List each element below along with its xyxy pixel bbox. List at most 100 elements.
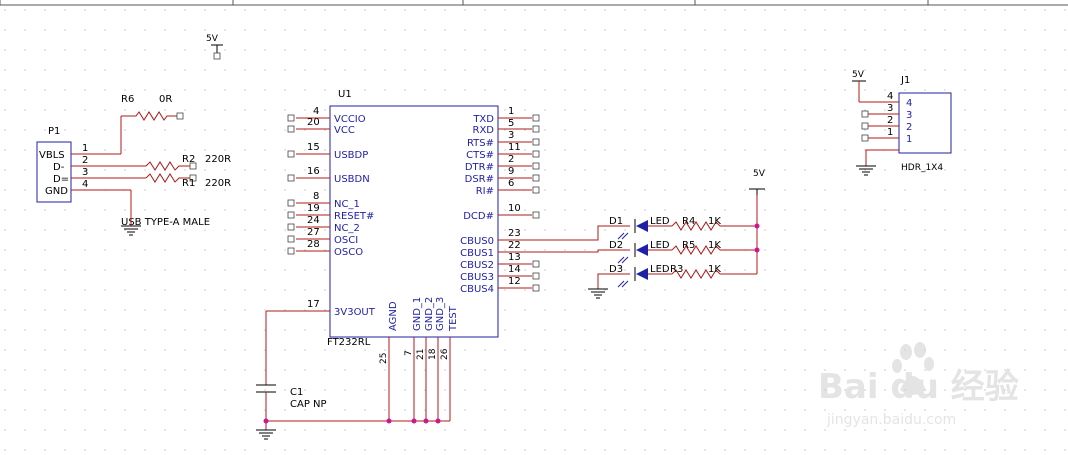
pin-name: D- — [53, 162, 65, 173]
ground-symbol — [856, 165, 876, 176]
pin-number: 15 — [307, 142, 320, 153]
pin-number: 2 — [887, 115, 893, 126]
pin-name: DCD# — [463, 211, 494, 222]
component-ref: R1 — [182, 178, 195, 189]
pin-number: 26 — [440, 348, 450, 360]
pin-number: 6 — [508, 178, 514, 189]
component-value: LED — [650, 264, 670, 275]
component-value: FT232RL — [327, 337, 371, 348]
pin-name: VBLS — [39, 150, 65, 161]
ic-body — [329, 105, 499, 338]
watermark-url: jingyan.baidu.com — [826, 412, 956, 428]
component-value: 0R — [159, 94, 172, 105]
component-value: 1K — [708, 216, 721, 227]
pin-name: NC_1 — [334, 199, 360, 210]
pin-number: 4 — [887, 91, 893, 102]
resistor-r4[interactable]: R4 1K — [671, 216, 721, 231]
pin-name: CBUS3 — [460, 272, 494, 283]
left-pins: 4 VCCIO 20 VCC 15 USBDP 16 USBDN 8 NC_1 … — [266, 106, 376, 318]
component-value: 1K — [708, 264, 721, 275]
component-ref: P1 — [48, 126, 60, 137]
resistor-r2[interactable]: R2 220R — [145, 154, 231, 171]
pin-number: 8 — [313, 191, 319, 202]
pin-name: USBDN — [334, 174, 370, 185]
component-ref: R4 — [682, 216, 695, 227]
pin-name: RESET# — [334, 211, 374, 222]
pin-number: 2 — [82, 155, 88, 166]
component-value: USB TYPE-A MALE — [121, 217, 210, 228]
bottom-pins: AGND GND_1 GND_2 GND_3 TEST 25 7 21 18 2… — [379, 297, 459, 421]
component-ref: R6 — [121, 94, 134, 105]
pin-name: D= — [53, 174, 69, 185]
pin-name: GND_1 — [412, 297, 423, 331]
pin-number: 3 — [82, 167, 88, 178]
led-d3[interactable]: D3 LED — [609, 264, 670, 288]
pin-name: GND — [45, 186, 68, 197]
junction-dot — [411, 418, 417, 424]
ic-u1-ft232rl[interactable]: U1 FT232RL 4 VCCIO 20 VCC 15 USBDP 16 US… — [266, 89, 540, 421]
header-j1[interactable]: 5V J1 4 3 2 1 4 3 2 1 HDR_1X4 — [852, 70, 952, 173]
ground-bus — [266, 418, 450, 424]
power-label: 5V — [852, 70, 865, 80]
pin-name: VCC — [334, 125, 355, 136]
resistor-r5[interactable]: R5 1K — [671, 240, 721, 255]
pin-name: CBUS0 — [460, 236, 494, 247]
ground-symbol — [256, 429, 276, 440]
header-body — [898, 92, 952, 154]
component-ref: J1 — [900, 75, 910, 86]
junction-dot — [423, 418, 429, 424]
pin-number: 5 — [508, 118, 514, 129]
sheet-border-top — [0, 0, 1068, 6]
junction-dot — [435, 418, 441, 424]
pin-number: 25 — [379, 353, 389, 364]
component-ref: R5 — [682, 240, 695, 251]
pin-name: GND_3 — [435, 297, 446, 331]
pin-name: 1 — [906, 134, 912, 145]
component-value: LED — [650, 240, 670, 251]
pin-number: 20 — [307, 117, 320, 128]
component-value: LED — [650, 216, 670, 227]
resistor-r1[interactable]: R1 220R — [145, 173, 231, 189]
component-value: 220R — [205, 154, 231, 165]
pin-number: 7 — [404, 350, 414, 356]
pin-name: CTS# — [466, 150, 494, 161]
pin-name: RI# — [476, 186, 494, 197]
component-ref: R2 — [182, 154, 195, 165]
pin-number: 23 — [508, 228, 521, 239]
junction-dot — [754, 223, 760, 229]
resistor-r3[interactable]: R3 1K — [670, 264, 721, 279]
resistor-r6[interactable]: R6 0R — [120, 94, 184, 154]
paw-logo-icon — [892, 342, 934, 395]
pin-name: OSCO — [334, 247, 363, 258]
component-ref: C1 — [290, 387, 303, 398]
ground-symbol — [121, 190, 141, 236]
pin-number: 4 — [82, 179, 88, 190]
pin-number: 3 — [508, 130, 514, 141]
watermark-brand: Bai du 经验 — [818, 367, 1019, 407]
pin-number: 1 — [887, 127, 893, 138]
pin-number: 21 — [416, 349, 426, 360]
pin-number: 1 — [82, 143, 88, 154]
connector-body — [36, 141, 72, 203]
pin-name: GND_2 — [424, 297, 435, 331]
pin-number: 19 — [307, 203, 320, 214]
power-port-5v-top[interactable]: 5V — [206, 34, 223, 60]
power-label: 5V — [753, 169, 766, 179]
pin-number: 4 — [313, 106, 319, 117]
pin-number: 11 — [508, 142, 521, 153]
connector-p1[interactable]: P1 VBLS D- D= GND 1 2 3 4 USB TYPE-A MAL… — [36, 126, 210, 228]
pin-name: DSR# — [465, 174, 494, 185]
led-d2[interactable]: D2 LED — [609, 240, 670, 264]
pin-number: 2 — [508, 154, 514, 165]
baidu-watermark: Bai du 经验 jingyan.baidu.com — [818, 342, 1019, 428]
component-ref: D2 — [609, 240, 623, 251]
pin-name: RTS# — [467, 138, 494, 149]
capacitor-c1[interactable]: C1 CAP NP — [256, 311, 327, 430]
power-port-5v-led[interactable]: 5V — [749, 169, 766, 195]
led-d1[interactable]: D1 LED — [609, 216, 670, 240]
power-label: 5V — [206, 34, 219, 44]
component-ref: D1 — [609, 216, 623, 227]
ground-symbol — [588, 288, 608, 299]
